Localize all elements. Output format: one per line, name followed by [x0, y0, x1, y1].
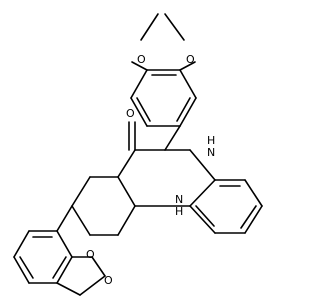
top-benzodioxole-oxygen-left: O [137, 53, 146, 66]
molecule-structure-diagram: O O O H N N H O O [13, 13, 263, 296]
ketone-oxygen: O [126, 107, 135, 120]
top-benzodioxole [130, 13, 197, 127]
upper-nh-n: N [207, 146, 215, 159]
upper-nh-h: H [207, 134, 215, 147]
lower-nh-n: N [175, 193, 183, 206]
bottom-benzodioxole [13, 205, 106, 296]
central-framework [71, 121, 263, 236]
bottom-benzodioxole-oxygen-right: O [104, 274, 113, 287]
lower-nh-h: H [175, 205, 183, 218]
top-benzodioxole-oxygen-right: O [186, 53, 195, 66]
bottom-benzodioxole-oxygen-left: O [86, 248, 95, 261]
